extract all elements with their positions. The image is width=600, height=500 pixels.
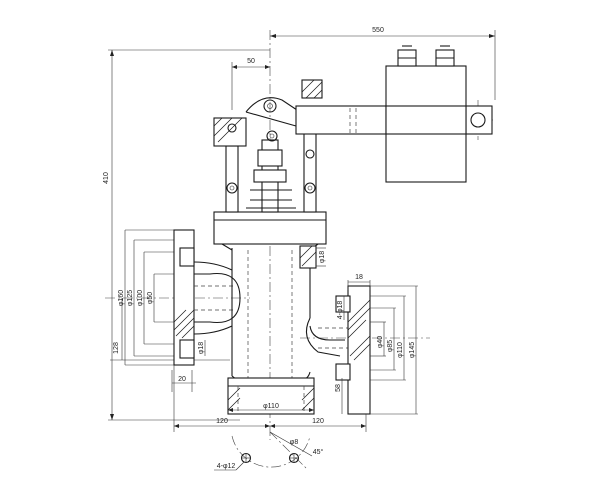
dim-45deg-label: 45° xyxy=(313,448,324,456)
dim-pcd-label: φ8 xyxy=(290,439,299,446)
dim-120-left-label: 120 xyxy=(216,418,228,425)
dim-bottom-bolts-label: 4-φ12 xyxy=(217,463,236,470)
left-flange xyxy=(173,229,233,366)
dim-phi145-label: φ145 xyxy=(409,342,416,358)
bonnet-boss: φ18 xyxy=(299,245,326,269)
dim-bonnet-hole-label: φ18 xyxy=(319,251,326,263)
left-inlet-neck xyxy=(194,272,241,324)
lever-and-weight xyxy=(295,45,493,183)
right-outlet xyxy=(305,285,371,415)
dim-410-label: 410 xyxy=(103,172,110,184)
dim-128-label: 128 xyxy=(113,342,120,354)
dim-left-bolt-hole-label: φ18 xyxy=(198,342,205,354)
dim-bottom-dia: φ110 xyxy=(228,403,314,412)
dim-550-label: 550 xyxy=(372,27,384,34)
dim-phi85-label: φ85 xyxy=(387,340,394,352)
dim-phi40-label: φ40 xyxy=(377,336,384,348)
dim-phi100-label: φ100 xyxy=(137,290,144,306)
valve-body xyxy=(213,211,327,415)
dim-phi50-label: φ50 xyxy=(147,292,154,304)
dim-halves: 120 120 xyxy=(173,365,367,432)
bottom-bolt-pattern: φ8 45° 4-φ12 xyxy=(214,431,324,471)
dim-lower-height: 128 xyxy=(110,298,230,361)
dim-phi110-label: φ110 xyxy=(397,342,404,358)
dim-phi125-label: φ125 xyxy=(127,290,134,306)
dim-phi160-label: φ160 xyxy=(118,290,125,306)
dim-120-right-label: 120 xyxy=(312,418,324,425)
dim-20-label: 20 xyxy=(178,376,186,383)
right-flange-dims: 18 4-φ18 φ145 φ110 φ85 φ40 58 xyxy=(335,274,418,415)
yoke-assembly xyxy=(213,79,323,213)
dim-overall-width: 550 xyxy=(270,27,496,100)
dim-18-label: 18 xyxy=(355,274,363,281)
dim-right-bolt-hole-label: 4-φ18 xyxy=(337,301,344,320)
dim-phi110-bottom-label: φ110 xyxy=(263,403,279,410)
dim-50-label: 50 xyxy=(247,58,255,65)
dim-lever-offset: 50 xyxy=(231,58,270,110)
dim-58-label: 58 xyxy=(335,384,342,392)
